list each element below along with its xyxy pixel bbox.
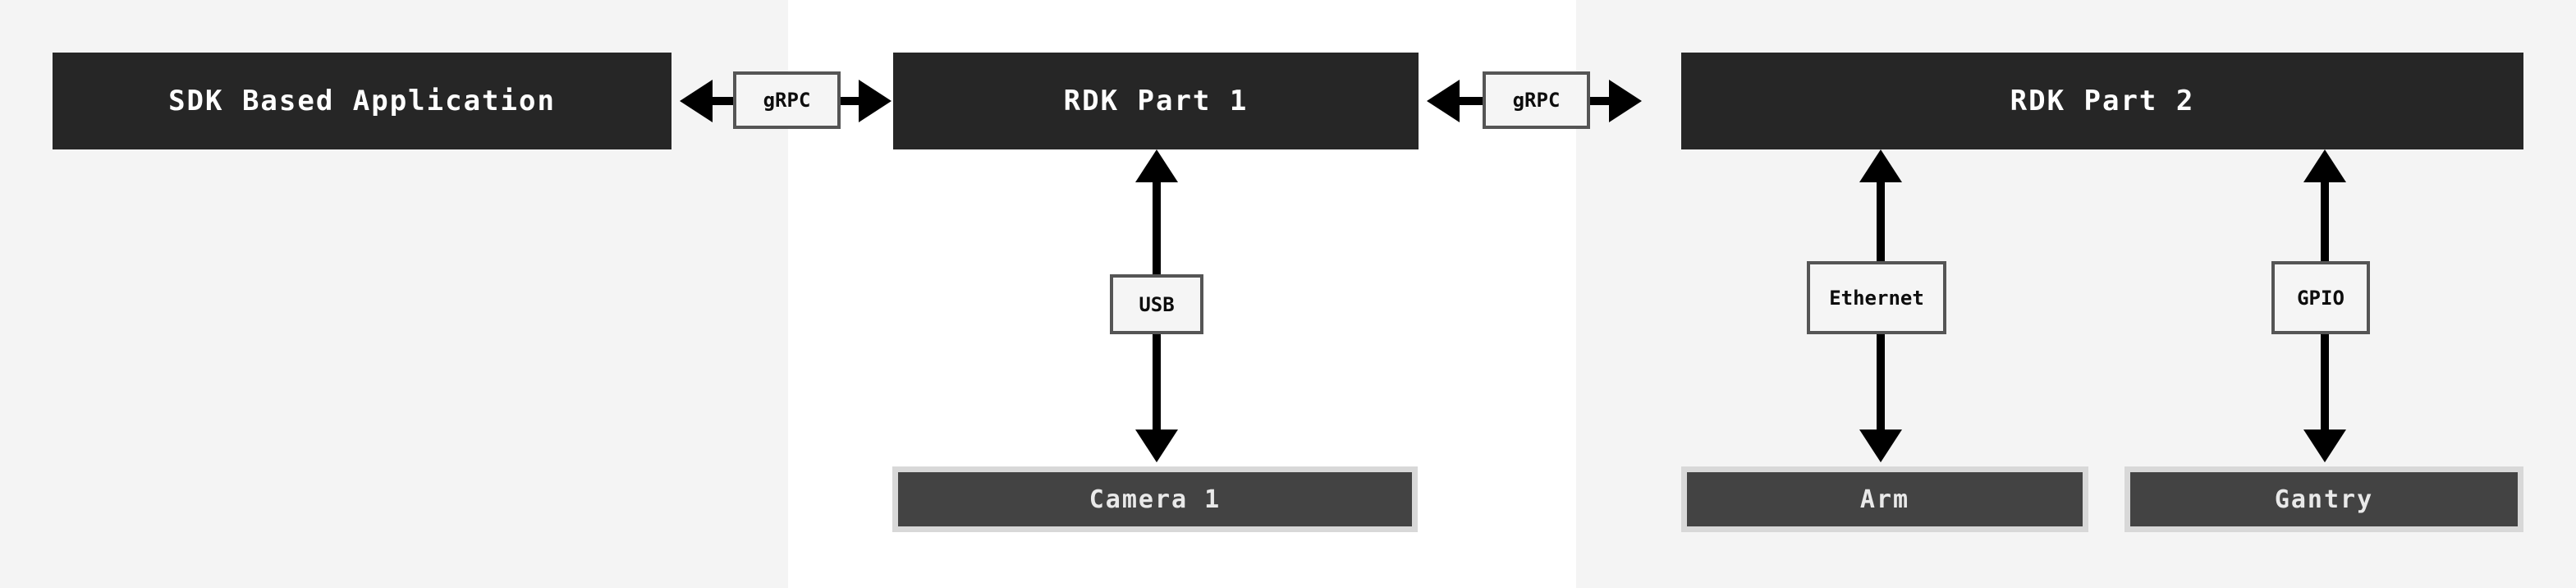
grpc-1-shaft-left — [706, 97, 739, 105]
usb-arrowhead-down — [1135, 430, 1178, 462]
node-gantry-label: Gantry — [2274, 485, 2374, 514]
node-rdk-part-2[interactable]: RDK Part 2 — [1681, 53, 2523, 149]
node-rdk-part-1[interactable]: RDK Part 1 — [893, 53, 1419, 149]
edge-label-usb[interactable]: USB — [1110, 274, 1203, 334]
node-sdk-based-application[interactable]: SDK Based Application — [53, 53, 672, 149]
grpc-1-arrowhead-left — [680, 80, 713, 122]
edge-label-usb-text: USB — [1139, 292, 1175, 316]
edge-label-gpio-text: GPIO — [2297, 286, 2345, 310]
edge-label-ethernet[interactable]: Ethernet — [1807, 261, 1946, 334]
grpc-2-shaft-left — [1453, 97, 1487, 105]
usb-shaft-lower — [1153, 329, 1161, 433]
node-gantry-inner: Gantry — [2130, 472, 2518, 526]
node-rdk-part-2-label: RDK Part 2 — [2010, 85, 2195, 117]
node-camera-1[interactable]: Camera 1 — [892, 466, 1418, 532]
ethernet-arrowhead-down — [1859, 430, 1902, 462]
usb-arrowhead-up — [1135, 149, 1178, 182]
node-arm-label: Arm — [1859, 485, 1910, 514]
node-camera-1-inner: Camera 1 — [898, 472, 1412, 526]
edge-label-ethernet-text: Ethernet — [1829, 286, 1924, 310]
gpio-shaft-lower — [2321, 329, 2329, 433]
edge-label-grpc-1[interactable]: gRPC — [733, 71, 841, 129]
node-gantry[interactable]: Gantry — [2125, 466, 2523, 532]
node-arm-inner: Arm — [1687, 472, 2083, 526]
edge-label-grpc-1-text: gRPC — [763, 89, 811, 112]
edge-label-gpio[interactable]: GPIO — [2271, 261, 2370, 334]
edge-label-grpc-2[interactable]: gRPC — [1483, 71, 1590, 129]
ethernet-shaft-lower — [1877, 329, 1885, 433]
gpio-arrowhead-up — [2303, 149, 2346, 182]
ethernet-arrowhead-up — [1859, 149, 1902, 182]
gpio-arrowhead-down — [2303, 430, 2346, 462]
edge-label-grpc-2-text: gRPC — [1512, 89, 1561, 112]
node-arm[interactable]: Arm — [1681, 466, 2088, 532]
grpc-2-arrowhead-right — [1609, 80, 1642, 122]
grpc-1-shaft-right — [836, 97, 869, 105]
usb-shaft-upper — [1153, 176, 1161, 279]
ethernet-shaft-upper — [1877, 176, 1885, 264]
node-rdk-part-1-label: RDK Part 1 — [1063, 85, 1249, 117]
gpio-shaft-upper — [2321, 176, 2329, 264]
grpc-1-arrowhead-right — [859, 80, 892, 122]
node-sdk-based-application-label: SDK Based Application — [168, 85, 556, 117]
grpc-2-arrowhead-left — [1427, 80, 1460, 122]
grpc-2-shaft-right — [1585, 97, 1618, 105]
node-camera-1-label: Camera 1 — [1089, 485, 1222, 514]
